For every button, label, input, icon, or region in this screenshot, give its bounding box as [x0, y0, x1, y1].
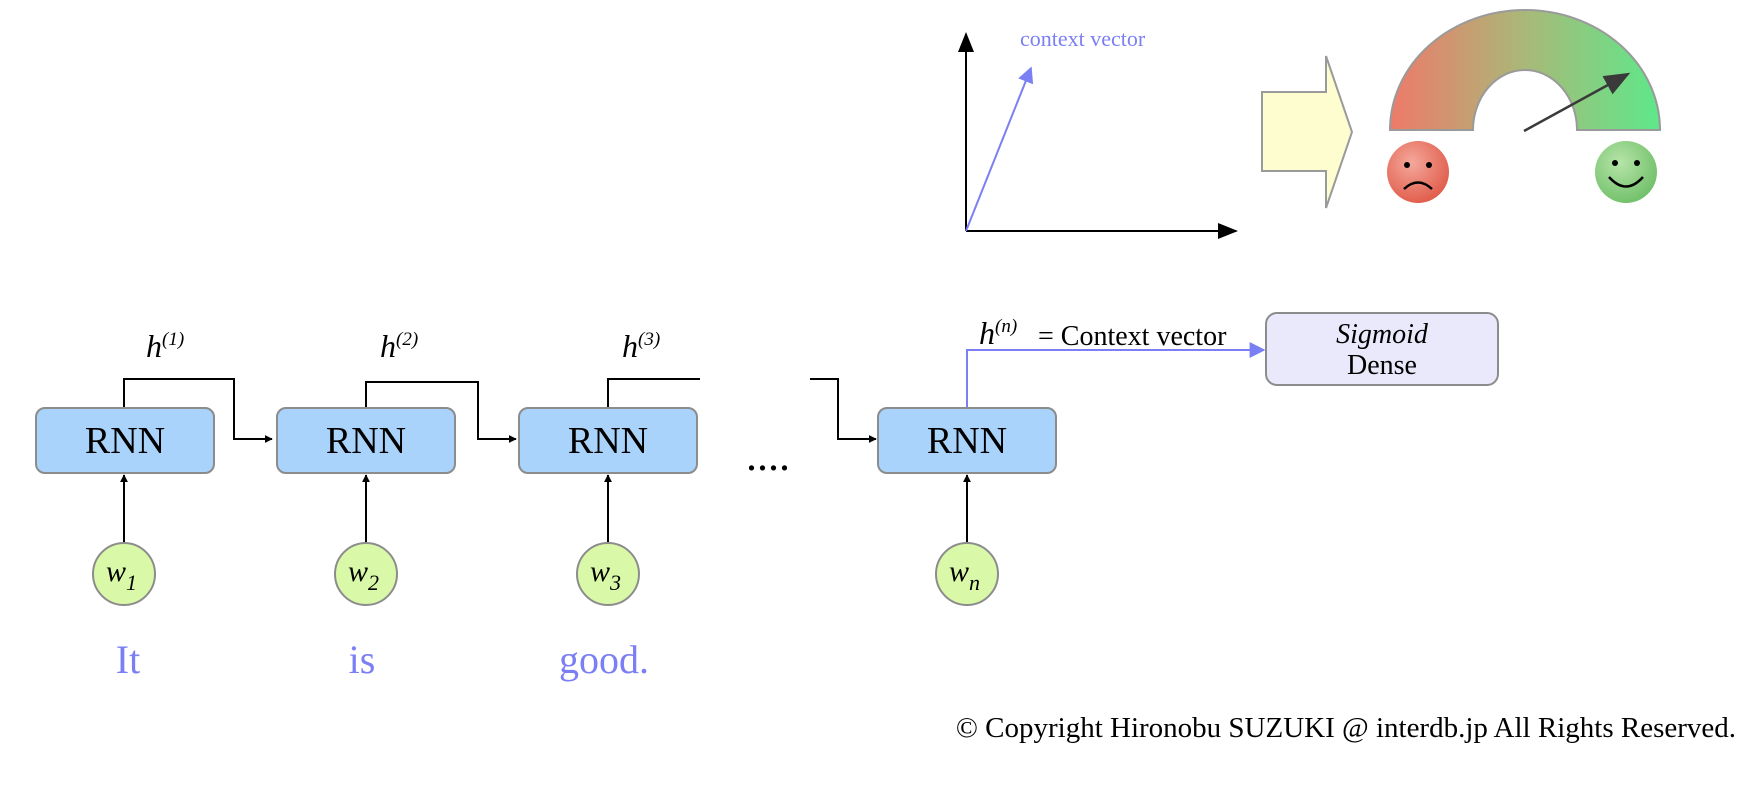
input-node-3: w3 — [576, 542, 640, 606]
sentence-word-1: It — [116, 637, 140, 682]
rnn-label-2: RNN — [326, 420, 406, 462]
input-node-n: wn — [935, 542, 999, 606]
right-arrow-icon — [1261, 55, 1354, 209]
context-vector-arrow — [965, 66, 1034, 232]
sentiment-gauge — [1387, 9, 1662, 203]
input-circle-1 — [92, 542, 156, 606]
context-vector-connector — [966, 342, 1266, 408]
rnn-cell-2: RNN — [276, 407, 456, 474]
gauge-needle-icon — [1523, 72, 1631, 133]
input-node-2: w2 — [334, 542, 398, 606]
input-circle-2 — [334, 542, 398, 606]
dense-label: Dense — [1347, 350, 1417, 381]
context-vector-equation: = Context vector — [1038, 321, 1227, 352]
rnn-label-3: RNN — [568, 420, 648, 462]
connector-2-3 — [365, 381, 517, 443]
input-circle-n — [935, 542, 999, 606]
rnn-label-n: RNN — [927, 420, 1007, 462]
rnn-cell-3: RNN — [518, 407, 698, 474]
context-vector-label: context vector — [1020, 26, 1146, 51]
gauge-arc — [1388, 9, 1662, 131]
recurrent-connectors — [120, 378, 971, 544]
input-circle-3 — [576, 542, 640, 606]
rnn-box-n — [877, 407, 1057, 474]
vector-space-plot: context vector — [958, 26, 1238, 239]
dense-activation-label: Sigmoid — [1336, 319, 1429, 350]
happy-face-icon — [1595, 141, 1657, 203]
sentence-word-3: good. — [559, 637, 649, 682]
hidden-state-label-2: h(2) — [380, 328, 418, 364]
connector-1-2 — [123, 378, 273, 443]
input-label-3: w3 — [590, 555, 621, 595]
connector-in-n — [810, 378, 877, 443]
input-node-1: w1 — [92, 542, 156, 606]
hidden-state-label-1: h(1) — [146, 328, 184, 364]
rnn-cell-1: RNN — [35, 407, 215, 474]
hidden-state-label-n: h(n) — [979, 315, 1017, 351]
rnn-box-2 — [276, 407, 456, 474]
dense-layer: Sigmoid Dense — [1265, 312, 1499, 386]
input-label-n: wn — [949, 555, 980, 595]
rnn-label-1: RNN — [85, 420, 165, 462]
rnn-box-3 — [518, 407, 698, 474]
sad-face-icon — [1387, 141, 1449, 203]
sequence-ellipsis: .... — [746, 431, 790, 480]
hidden-state-label-3: h(3) — [622, 328, 660, 364]
rnn-cell-n: RNN — [877, 407, 1057, 474]
rnn-box-1 — [35, 407, 215, 474]
connector-3-out — [607, 378, 700, 408]
input-label-1: w1 — [106, 555, 137, 595]
dense-box — [1265, 312, 1499, 386]
input-label-2: w2 — [348, 555, 379, 595]
sentence-word-2: is — [349, 637, 376, 682]
copyright-notice: © Copyright Hironobu SUZUKI @ interdb.jp… — [956, 712, 1736, 744]
